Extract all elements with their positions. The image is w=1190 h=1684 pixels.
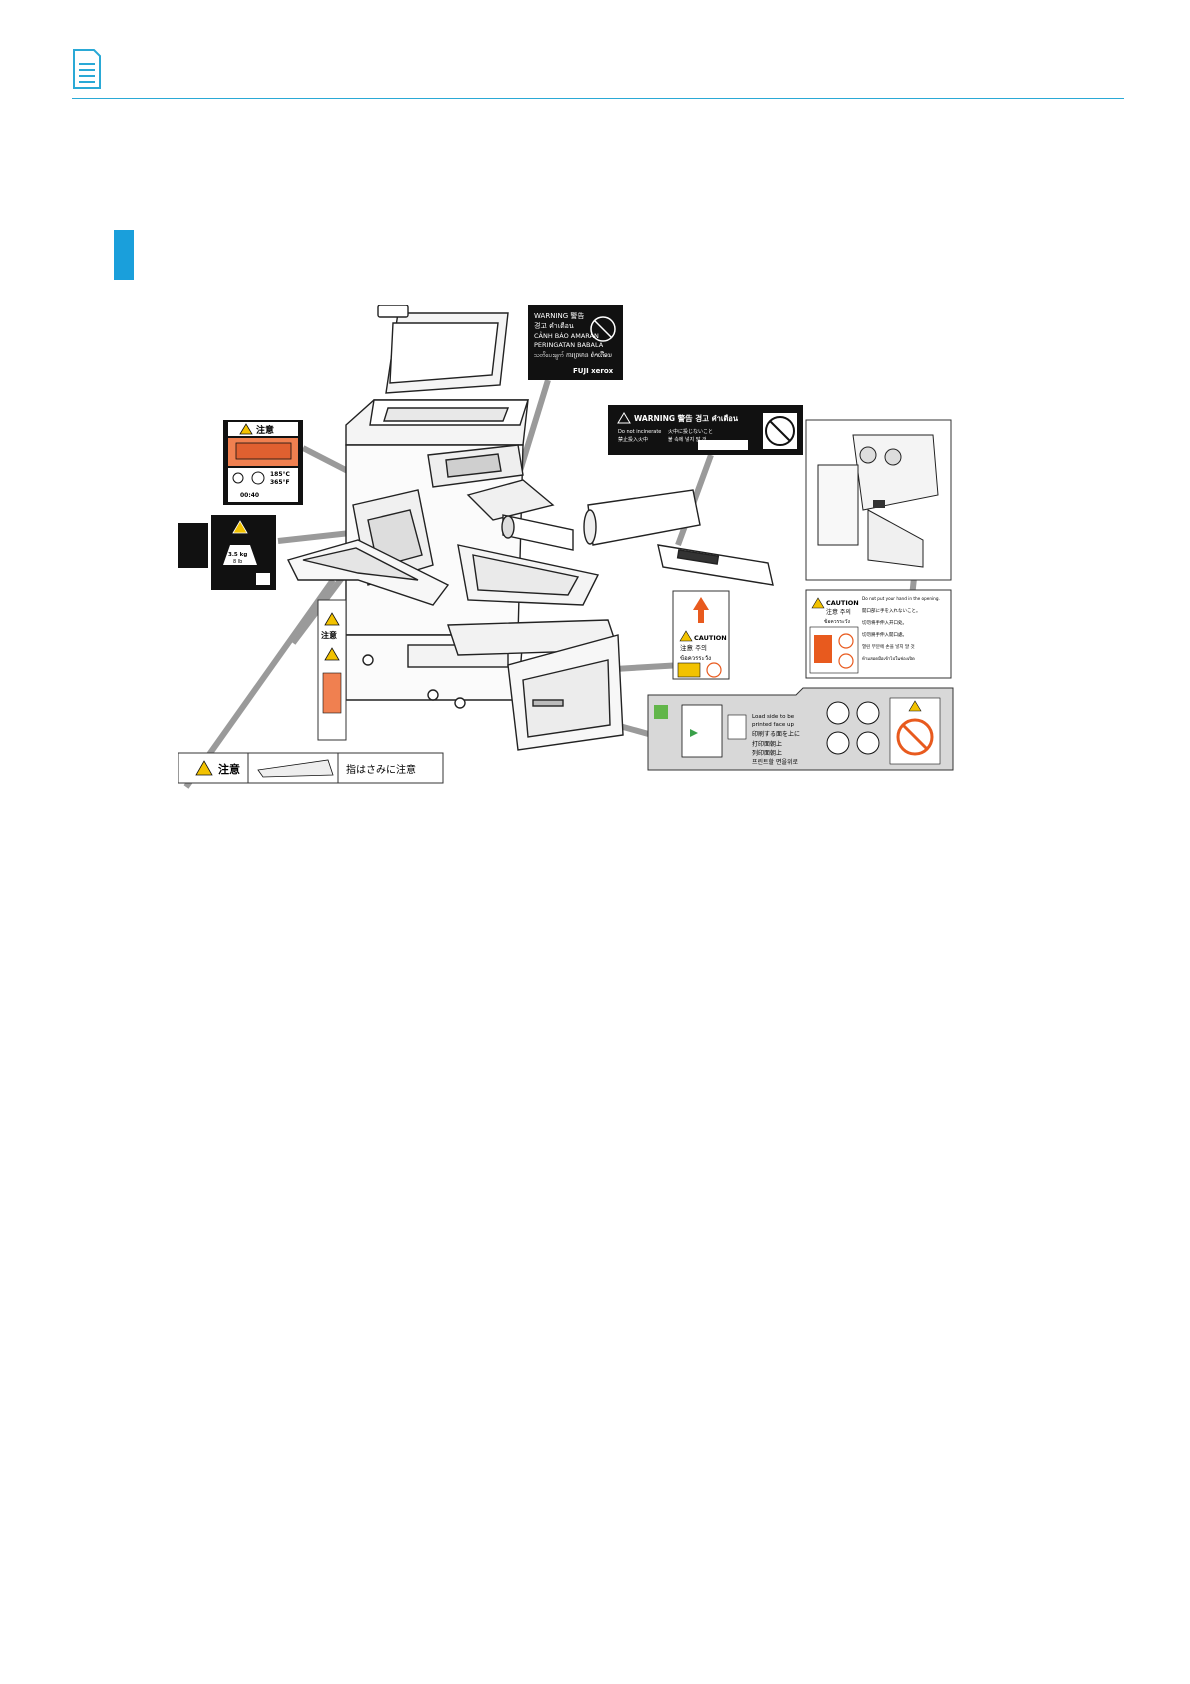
fuser-caution-title: 注意: [256, 424, 274, 436]
clock-icon: [251, 471, 265, 485]
toner-warning-label: WARNING 警告 경고 คำเตือน Do not incinerate …: [608, 405, 803, 455]
cassette-caution-label: CAUTION 注意 주의 ข้อควรระวัง: [672, 590, 730, 680]
finisher-caution-label: CAUTION 注意 주의 ข้อควรระวัง Do not put you…: [805, 589, 952, 679]
section-marker: [114, 230, 134, 280]
weight-label: 3.5 kg 8 lb: [178, 515, 276, 590]
finisher-caution-text-zh2: 切勿將手伸入開口處。: [862, 631, 907, 638]
document-icon: [73, 49, 101, 89]
paper-icon: [654, 705, 668, 719]
weight-icon: [223, 545, 257, 565]
warning-triangle-icon: [811, 597, 825, 609]
paper-label-zh1: 打印面朝上: [752, 740, 782, 748]
barcode: [698, 440, 748, 450]
no-hand-icon: [590, 316, 616, 342]
printer-label-diagram: WARNING 警告 경고 คำเตือน CẢNH BÁO AMARAN PE…: [178, 305, 954, 789]
warning-triangle-icon: [617, 412, 631, 424]
scanner-warning-line5: သတိပေးချက် ការព្រមាន ຄຳເຕືອນ: [534, 351, 612, 360]
finger-caution-text: 指はさみに注意: [346, 763, 416, 776]
fuser-temp-f: 365°F: [270, 479, 290, 486]
scanner-warning-line3: CẢNH BÁO AMARAN: [534, 331, 599, 340]
cassette-caution-thai: ข้อควรระวัง: [680, 655, 711, 662]
temperature-icon: [232, 472, 244, 484]
finisher-caution-text-zh1: 切勿将手伸入开口处。: [862, 619, 907, 626]
header-divider: [72, 98, 1124, 99]
scanner-warning-line1: WARNING 警告: [534, 311, 584, 320]
sheet-icon: [727, 714, 747, 740]
tray-caution-title: 注意: [321, 630, 337, 640]
scanner-warning-brand: FUJI xerox: [573, 367, 614, 375]
toner-warning-title: WARNING 警告 경고 คำเตือน: [634, 413, 739, 423]
fuser-time: 00:40: [240, 492, 259, 499]
finger-caution-label: 注意 指はさみに注意: [178, 752, 444, 784]
waste-toner-illustration: [657, 544, 774, 586]
no-fold-icon: [826, 701, 850, 725]
fuser-caution-label: 注意 185°C 365°F 00:40: [223, 420, 303, 505]
no-hand-icon: [896, 718, 934, 756]
paper-label-zh2: 列印面朝上: [752, 749, 782, 757]
weight-lb: 8 lb: [233, 559, 242, 565]
fuser-temp-c: 185°C: [270, 471, 291, 478]
finger-pinch-icon: [257, 759, 334, 778]
finisher-caution-text-en: Do not put your hand in the opening.: [862, 596, 940, 601]
finisher-caution-cjk: 注意 주의: [826, 608, 851, 616]
cassette-caution-cjk: 注意 주의: [680, 643, 707, 652]
no-envelope-icon: [826, 731, 850, 755]
finisher-inset: [805, 419, 952, 581]
paper-label-en2: printed face up: [752, 722, 794, 728]
warning-triangle-icon: [908, 700, 922, 712]
paper-label-ja: 印刷する面を上に: [752, 730, 800, 738]
warning-triangle-icon: [195, 760, 213, 776]
paper-label-en1: Load side to be: [752, 714, 795, 720]
finisher-caution-text-ja: 開口部に手を入れないこと。: [862, 607, 921, 614]
warning-triangle-icon: [679, 630, 693, 642]
cassette-caution-en: CAUTION: [694, 634, 727, 642]
finisher-caution-text-ko: 열린 부분에 손을 넣지 말 것: [862, 643, 915, 650]
toner-warning-zh: 禁止投入火中: [618, 436, 648, 443]
arrow-left-icon: [690, 729, 698, 737]
toner-warning-ja: 火中に投じないこと: [668, 428, 713, 435]
scanner-warning-label: WARNING 警告 경고 คำเตือน CẢNH BÁO AMARAN PE…: [528, 305, 623, 380]
scanner-warning-line2: 경고 คำเตือน: [534, 321, 574, 330]
paper-label-ko: 프린트할 면을위로: [752, 758, 799, 766]
toner-cartridge-illustration: [583, 489, 701, 546]
no-hand-icon: [706, 662, 722, 678]
no-staple-icon: [856, 701, 880, 725]
scanner-warning-line4: PERINGATAN BABALA: [534, 341, 604, 349]
no-fire-icon: [765, 416, 795, 446]
finisher-caution-thai: ข้อควรระวัง: [824, 618, 850, 625]
printer-illustration: [286, 305, 624, 751]
toner-warning-ko: 불 속에 넣지 말 것: [668, 436, 707, 443]
finisher-caution-text-th: ห้ามสอดมือเข้าไปในช่องเปิด: [862, 656, 915, 662]
tray-caution-label: 注意: [317, 599, 347, 741]
warning-triangle-icon: [324, 612, 340, 626]
toner-warning-en: Do not incinerate: [618, 429, 661, 435]
no-curl-icon: [856, 731, 880, 755]
no-hand-icon: [838, 633, 854, 649]
arrow-up-icon: [693, 597, 709, 623]
finisher-caution-en: CAUTION: [826, 599, 859, 607]
weight-kg: 3.5 kg: [228, 552, 247, 558]
paper-loading-label: Load side to be printed face up 印刷する面を上に…: [647, 687, 954, 771]
warning-triangle-icon: [232, 520, 248, 534]
finger-caution-title: 注意: [218, 762, 240, 776]
warning-triangle-icon: [239, 423, 253, 435]
